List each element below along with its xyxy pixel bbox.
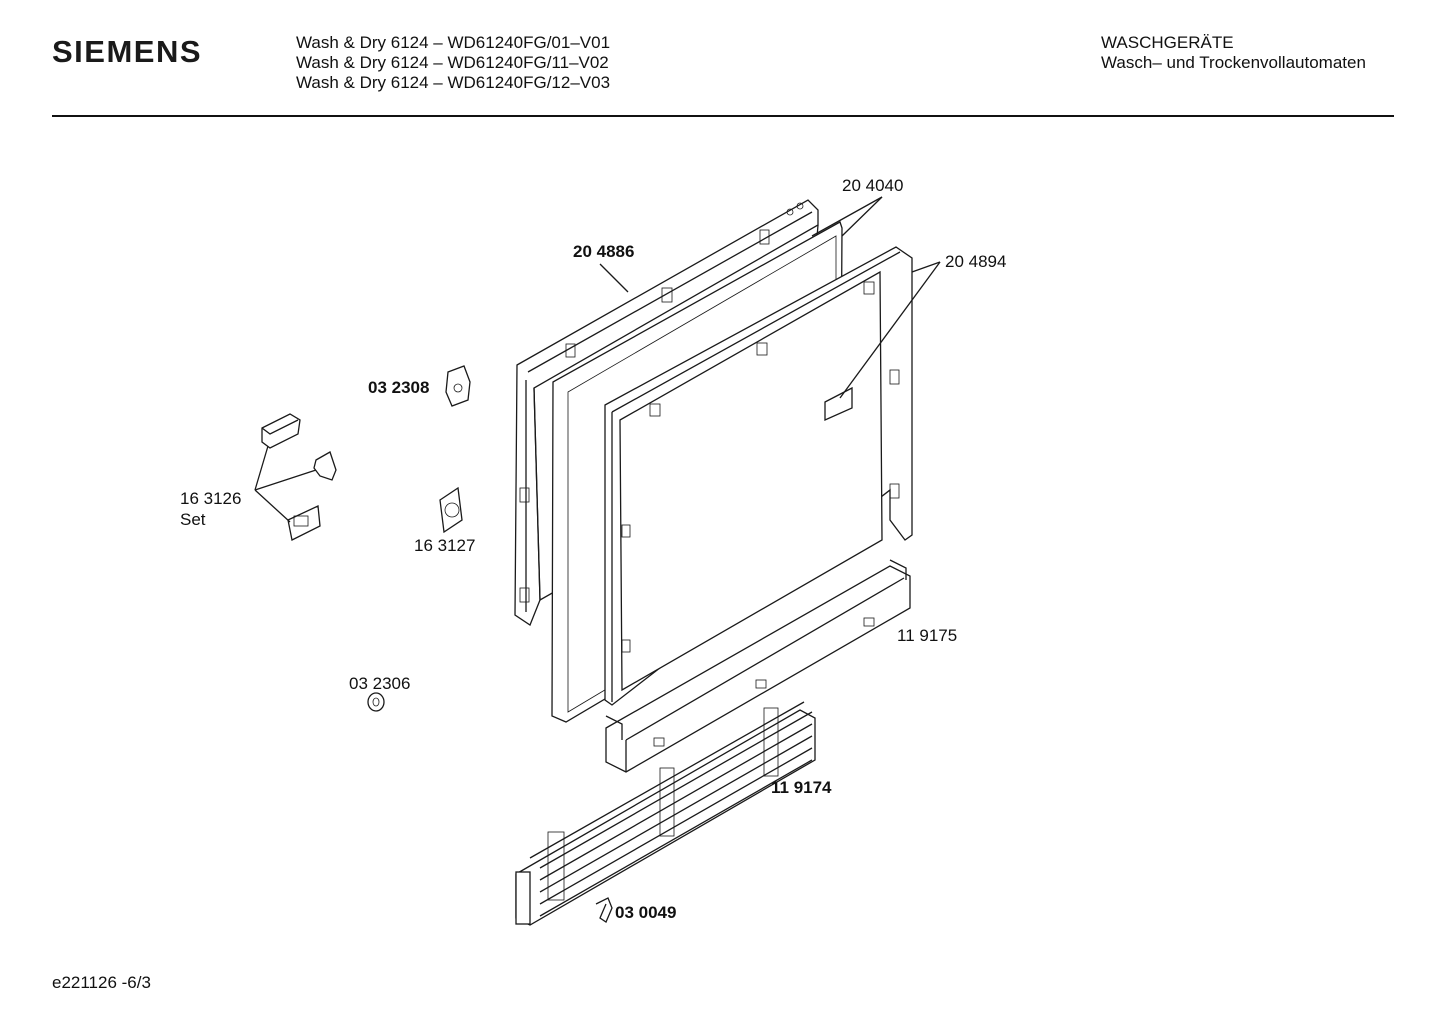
part-label-119174: 11 9174 <box>771 778 832 797</box>
part-label-032306: 03 2306 <box>349 674 411 693</box>
switch-plate-part <box>287 505 321 541</box>
grommet-part <box>367 692 385 712</box>
brand-logo: SIEMENS <box>52 34 203 69</box>
part-label-032308: 03 2308 <box>368 378 430 397</box>
model-line-1: Wash & Dry 6124 – WD61240FG/01–V01 <box>296 33 611 52</box>
part-label-030049: 03 0049 <box>615 903 677 922</box>
part-label-204894: 20 4894 <box>945 252 1007 271</box>
louvre-grille-part <box>515 701 816 926</box>
screw-clip-part <box>595 897 613 923</box>
diagram-code: e221126 -6/3 <box>52 973 151 992</box>
latch-part <box>445 365 471 407</box>
bottom-channel-part <box>605 559 911 773</box>
switch-block-part <box>261 413 301 449</box>
part-label-163127: 16 3127 <box>414 536 476 555</box>
part-label-163126: 16 3126 <box>180 489 242 508</box>
part-label-119175: 11 9175 <box>897 626 958 645</box>
part-label-163126-set: Set <box>180 510 206 529</box>
category-title: WASCHGERÄTE <box>1101 33 1234 52</box>
part-label-204040: 20 4040 <box>842 176 904 195</box>
model-line-3: Wash & Dry 6124 – WD61240FG/12–V03 <box>296 73 611 92</box>
leader-lines <box>254 196 941 523</box>
category-subtitle: Wasch– und Trockenvollautomaten <box>1101 53 1366 72</box>
lock-part <box>439 486 463 534</box>
part-label-204886: 20 4886 <box>573 242 635 261</box>
model-line-2: Wash & Dry 6124 – WD61240FG/11–V02 <box>296 53 609 72</box>
header-rule <box>52 115 1394 117</box>
hinge-clip-part <box>313 451 337 481</box>
front-frame-part <box>604 246 913 706</box>
